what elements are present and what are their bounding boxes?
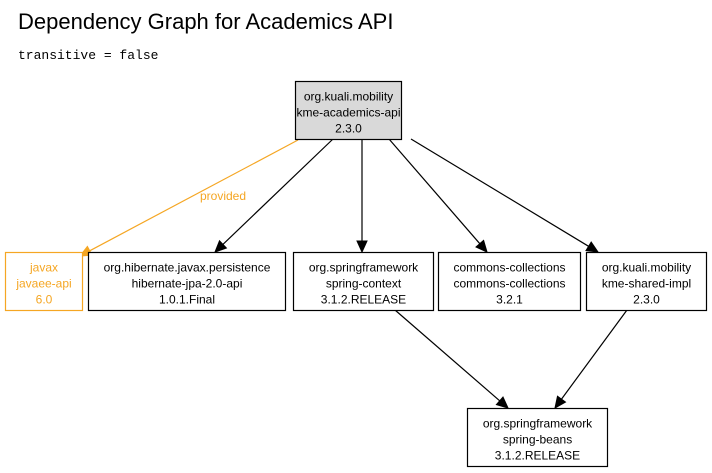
node-artifact-id: commons-collections [453,277,565,291]
page-title: Dependency Graph for Academics API [18,9,394,34]
node-version: 1.0.1.Final [159,293,215,307]
arrowhead-icon [475,239,488,253]
arrowhead-icon [214,239,228,253]
node-version: 3.1.2.RELEASE [321,293,406,307]
node-artifact-id: spring-context [326,277,402,291]
edge-kme-shared-impl-to-spring-beans [554,309,628,409]
node-spring-context: org.springframework spring-context 3.1.2.R… [292,251,435,312]
node-box [466,407,609,468]
node-kme-academics-api: org.kuali.mobility kme-academics-api 2.3.0 [294,80,403,141]
edge-line [410,138,589,247]
node-kme-shared-impl: org.kuali.mobility kme-shared-impl 2.3.0 [585,251,708,312]
edge-line [89,139,299,252]
node-group-id: javax [29,261,58,275]
edge-line [222,138,334,245]
node-group-id: org.springframework [483,417,593,431]
node-group-id: org.kuali.mobility [304,90,393,104]
node-group-id: org.hibernate.javax.persistence [104,261,271,275]
node-box [585,251,708,312]
node-box [87,251,287,312]
node-version: 2.3.0 [633,293,660,307]
edge-kme-academics-api-to-hibernate-jpa-2.0-api [214,138,334,253]
node-group-id: org.kuali.mobility [602,261,691,275]
node-artifact-id: spring-beans [503,433,572,447]
arrowhead-icon [554,395,567,409]
node-version: 2.3.0 [335,122,362,136]
arrowhead-icon [495,396,509,409]
edge-kme-academics-api-to-javaee-api: provided [78,139,299,257]
node-spring-beans: org.springframework spring-beans 3.1.2.REL… [466,407,609,468]
arrowhead-icon [585,241,600,253]
node-box [294,80,403,141]
node-artifact-id: hibernate-jpa-2.0-api [132,277,243,291]
node-group-id: commons-collections [453,261,565,275]
edges-layer: provided [78,138,628,409]
node-version: 6.0 [36,293,53,307]
node-version: 3.2.1 [496,293,523,307]
node-group-id: org.springframework [309,261,419,275]
node-javaee-api: javax javaee-api 6.0 [4,251,84,312]
node-commons-collections: commons-collections commons-collections 3.… [437,251,582,312]
edge-line [561,309,628,400]
edge-line [388,138,481,245]
edge-spring-context-to-spring-beans [394,309,509,409]
node-hibernate-jpa-2.0-api: org.hibernate.javax.persistence hibernate… [87,251,287,312]
transitive-setting: transitive = false [18,48,159,63]
node-version: 3.1.2.RELEASE [495,449,580,463]
node-artifact-id: javaee-api [15,277,71,291]
node-box [292,251,435,312]
arrowhead-icon [356,240,368,254]
edge-kme-academics-api-to-kme-shared-impl [410,138,600,253]
node-artifact-id: kme-shared-impl [602,277,691,291]
edge-label: provided [200,189,246,203]
nodes-layer: org.kuali.mobility kme-academics-api 2.3.0… [4,80,708,468]
node-box [437,251,582,312]
edge-line [394,309,501,402]
edge-kme-academics-api-to-spring-context [356,139,368,254]
edge-kme-academics-api-to-commons-collections [388,138,488,253]
node-box [4,251,84,312]
node-artifact-id: kme-academics-api [296,106,400,120]
